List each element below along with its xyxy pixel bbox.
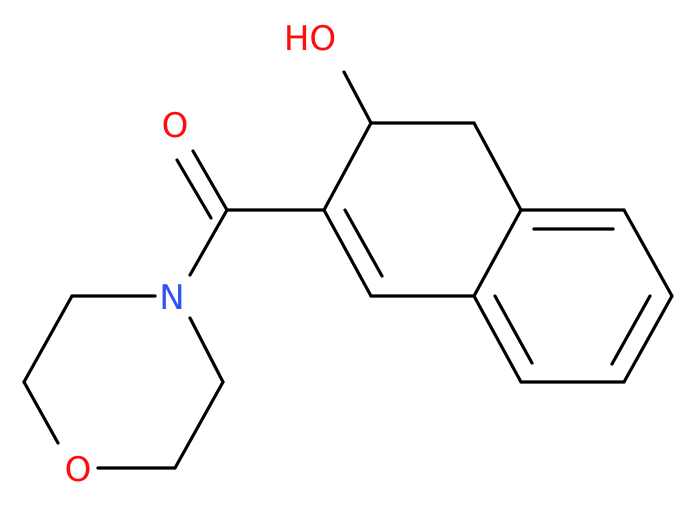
bonds	[22, 70, 674, 470]
bond	[22, 294, 74, 384]
bond	[322, 121, 373, 212]
bond	[342, 70, 373, 125]
bond	[188, 316, 225, 384]
bond	[322, 208, 373, 298]
bond	[173, 380, 225, 470]
bond-inner	[610, 294, 652, 366]
bond	[622, 294, 674, 384]
bond	[188, 208, 229, 277]
bond	[622, 208, 674, 298]
bond-inner	[343, 208, 384, 278]
bond	[472, 208, 523, 298]
carbonyl-oxygen-label: O	[162, 106, 189, 146]
hydroxyl-label: HO	[284, 19, 336, 59]
bond	[472, 121, 523, 212]
amide-nitrogen-label: N	[159, 278, 184, 318]
bond	[472, 294, 523, 384]
bond	[191, 149, 229, 212]
bond-inner	[493, 294, 534, 365]
bond	[22, 380, 60, 445]
ring-oxygen-label: O	[65, 450, 92, 490]
bond	[175, 158, 213, 220]
atom-labels: HO O N O	[65, 19, 337, 490]
